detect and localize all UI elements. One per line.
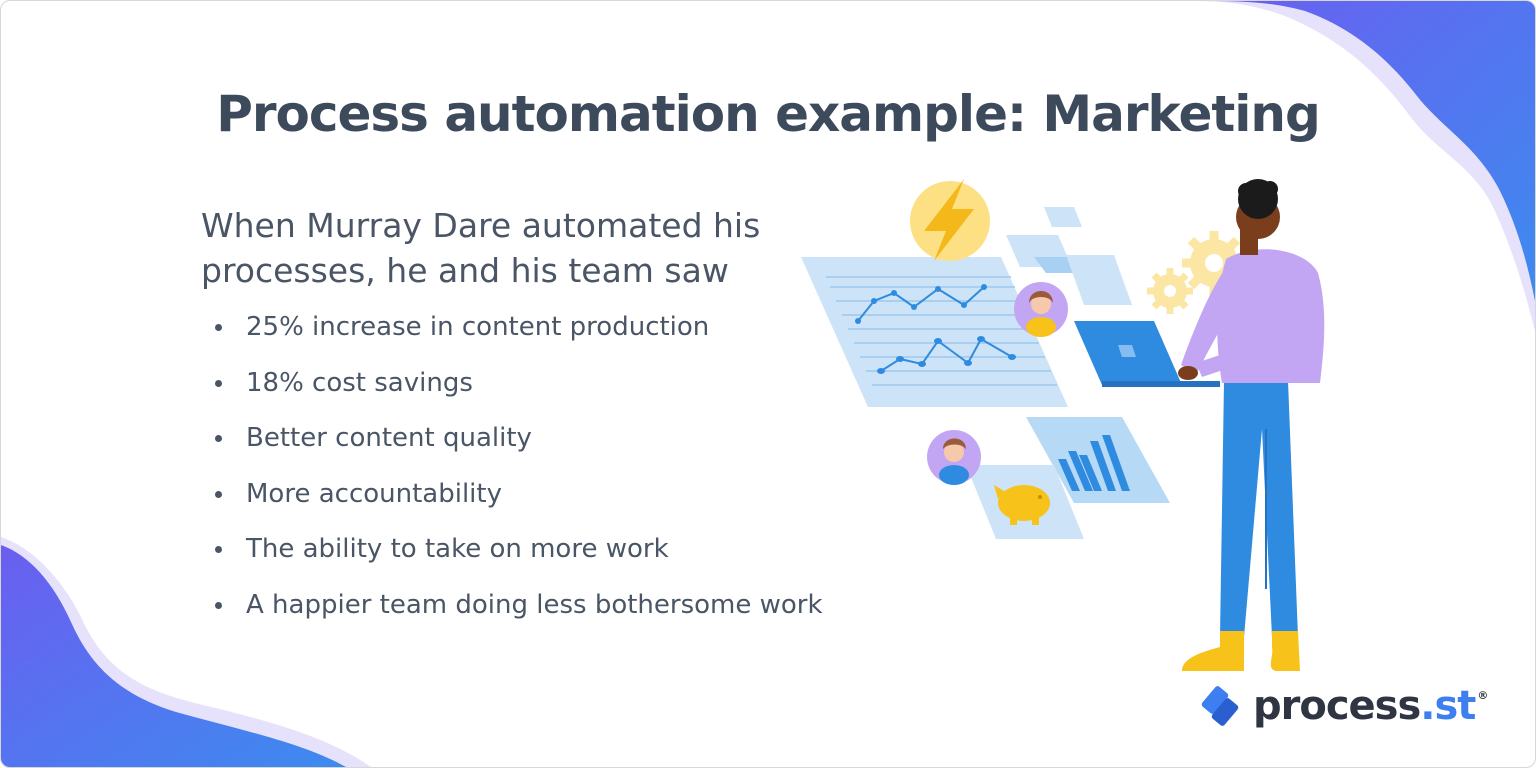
- list-item: A happier team doing less bothersome wor…: [215, 584, 823, 640]
- gear-icon: [1147, 231, 1246, 314]
- bullet-dot: [215, 546, 222, 553]
- bullet-dot: [215, 324, 222, 331]
- list-item: 25% increase in content production: [215, 306, 823, 362]
- process-st-logo-icon: [1201, 686, 1239, 726]
- avatar-icon: [1014, 282, 1068, 337]
- line-chart-icon: [801, 257, 1068, 407]
- laptop-icon: [1074, 321, 1220, 387]
- automation-illustration: [801, 179, 1325, 671]
- logo-wordmark: process: [1253, 683, 1421, 729]
- list-item: More accountability: [215, 473, 823, 529]
- brand-logo: process.st®: [1197, 681, 1488, 731]
- bar-chart-icon: [1026, 417, 1170, 503]
- avatar-icon: [927, 430, 981, 485]
- top-right-blob: [1195, 1, 1535, 331]
- list-item: 18% cost savings: [215, 362, 823, 418]
- bullet-dot: [215, 435, 222, 442]
- bullet-dot: [215, 601, 222, 609]
- bullet-dot: [215, 379, 222, 387]
- lightning-bolt-icon: [910, 179, 990, 261]
- person-figure: [1178, 179, 1325, 671]
- logo-suffix: .st: [1420, 683, 1476, 729]
- list-item: Better content quality: [215, 417, 823, 473]
- slide-title: Process automation example: Marketing: [216, 85, 1321, 143]
- piggy-bank-icon: [966, 465, 1084, 539]
- intro-text: When Murray Dare automated his processes…: [201, 206, 761, 290]
- results-list: 25% increase in content production 18% c…: [215, 306, 823, 639]
- registered-mark: ®: [1477, 689, 1488, 702]
- bottom-left-blob: [1, 537, 371, 767]
- list-item: The ability to take on more work: [215, 528, 823, 584]
- bullet-dot: [215, 490, 222, 498]
